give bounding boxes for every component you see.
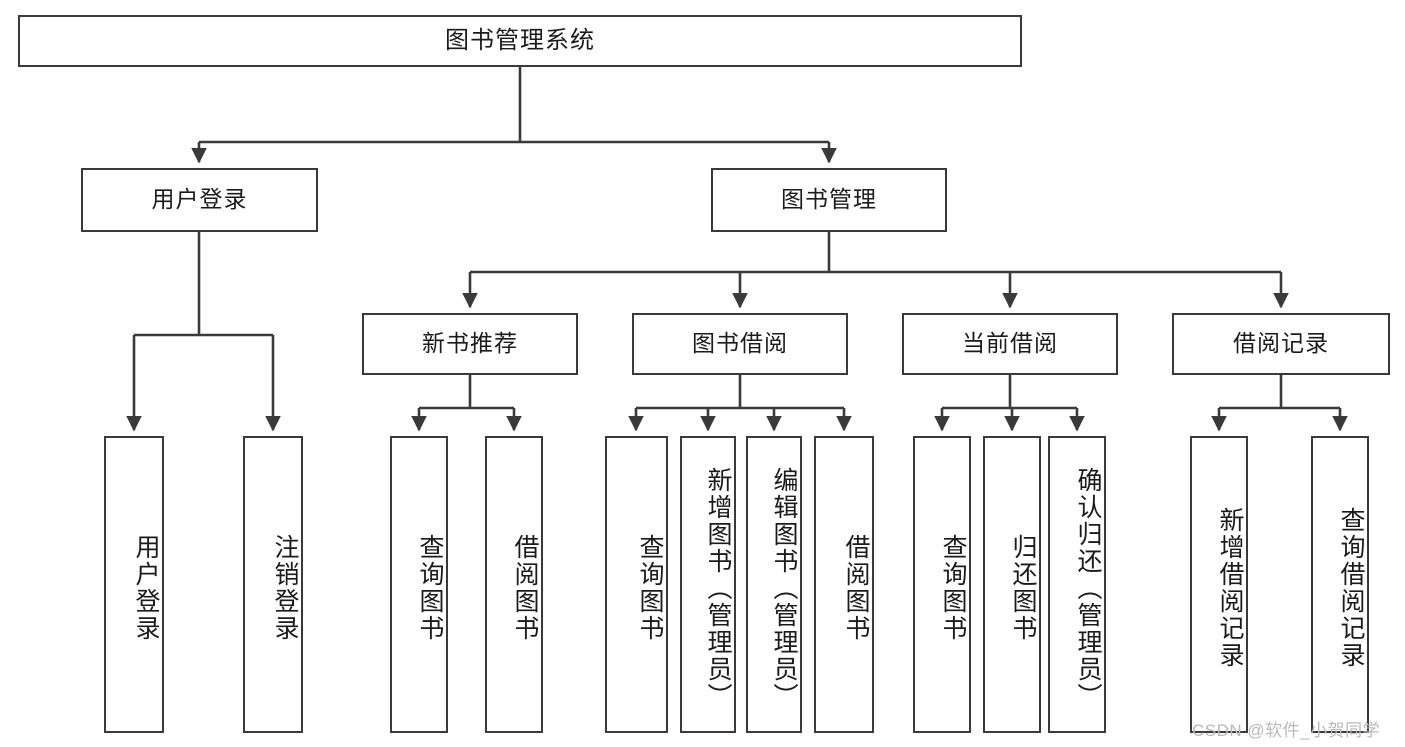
- leaf-user-login[interactable]: 用户登录: [104, 436, 164, 733]
- node-new-book-recommend[interactable]: 新书推荐: [362, 313, 578, 375]
- leaf-logout[interactable]: 注销登录: [243, 436, 303, 733]
- leaf-query-book-cb[interactable]: 查询图书: [913, 436, 971, 733]
- leaf-query-borrow-record[interactable]: 查询借阅记录: [1311, 436, 1369, 733]
- leaf-borrow-book-nbr[interactable]: 借阅图书: [485, 436, 543, 733]
- leaf-confirm-return-admin[interactable]: 确认归还（管理员）: [1048, 436, 1106, 733]
- csdn-watermark: CSDN @软件_小贺同学: [1192, 721, 1381, 740]
- leaf-query-book-bb[interactable]: 查询图书: [605, 436, 668, 733]
- leaf-add-borrow-record[interactable]: 新增借阅记录: [1190, 436, 1248, 733]
- leaf-add-book-admin[interactable]: 新增图书（管理员）: [680, 436, 736, 733]
- node-current-borrow[interactable]: 当前借阅: [902, 313, 1118, 375]
- leaf-return-book[interactable]: 归还图书: [983, 436, 1041, 733]
- leaf-query-book-nbr[interactable]: 查询图书: [390, 436, 448, 733]
- node-root-system[interactable]: 图书管理系统: [18, 15, 1022, 67]
- node-book-management[interactable]: 图书管理: [711, 168, 947, 232]
- leaf-borrow-book-bb[interactable]: 借阅图书: [814, 436, 874, 733]
- node-borrow-record[interactable]: 借阅记录: [1172, 313, 1390, 375]
- leaf-edit-book-admin[interactable]: 编辑图书（管理员）: [746, 436, 802, 733]
- node-book-borrow[interactable]: 图书借阅: [632, 313, 848, 375]
- node-user-login[interactable]: 用户登录: [81, 168, 318, 232]
